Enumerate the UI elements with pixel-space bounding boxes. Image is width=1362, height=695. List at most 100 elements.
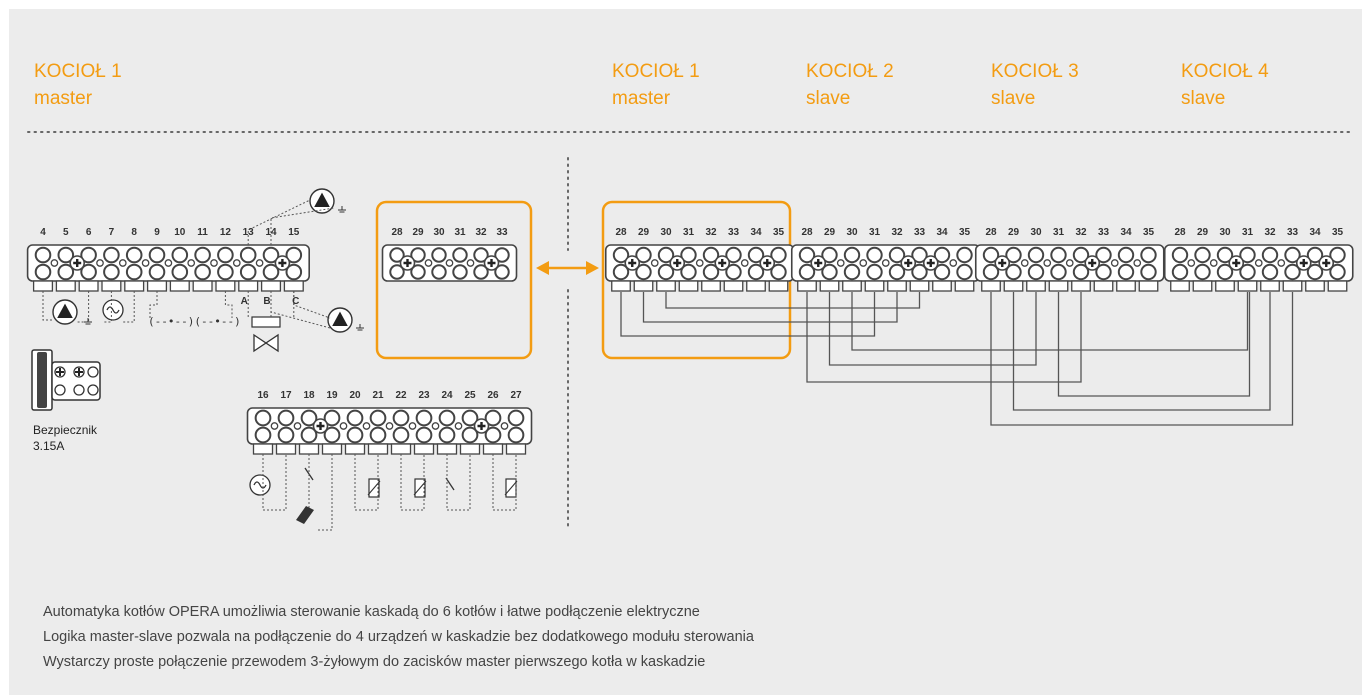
strip-cascade-1-label: 31 bbox=[683, 227, 695, 238]
strip-cascade-3-bridge bbox=[1133, 259, 1142, 267]
strip-lower bbox=[246, 407, 533, 455]
strip-lower-tab bbox=[321, 443, 343, 455]
strip-cascade-4-tab bbox=[1327, 280, 1348, 292]
strip-boiler-cascade-screw bbox=[494, 247, 510, 263]
strip-main-plus-icon bbox=[278, 259, 287, 267]
strip-lower-screw bbox=[277, 409, 295, 427]
note-line-1: Automatyka kotłów OPERA umożliwia sterow… bbox=[43, 604, 700, 620]
strip-main-label: 14 bbox=[265, 227, 277, 238]
strip-cascade-3 bbox=[974, 244, 1165, 292]
strip-cascade-2-screw bbox=[956, 246, 973, 264]
strip-lower-label: 21 bbox=[372, 390, 384, 401]
strip-cascade-1-screw bbox=[725, 246, 742, 264]
strip-cascade-1-tab bbox=[723, 280, 744, 292]
strip-cascade-4-socket bbox=[1194, 263, 1211, 281]
fuse-screw bbox=[54, 384, 66, 396]
strip-lower-socket bbox=[300, 426, 318, 444]
pump-icon-1 bbox=[52, 299, 78, 325]
strip-cascade-2-plus-icon bbox=[926, 259, 935, 267]
wire-pump-2 bbox=[247, 199, 335, 245]
strip-boiler-cascade-label: 32 bbox=[475, 227, 487, 238]
strip-lower-screw bbox=[484, 409, 502, 427]
strip-cascade-1-tab bbox=[768, 280, 789, 292]
strip-boiler-cascade-plus-icon bbox=[403, 259, 412, 267]
strip-cascade-3-tab bbox=[1071, 280, 1091, 292]
strip-main-bridge bbox=[255, 259, 264, 267]
ground-icon-2 bbox=[338, 206, 346, 213]
strip-cascade-3-socket bbox=[1005, 263, 1022, 281]
diagram-panel bbox=[9, 9, 1362, 695]
strip-cascade-1-screw bbox=[635, 246, 652, 264]
valve-icon bbox=[253, 333, 279, 353]
strip-lower-screw bbox=[323, 409, 341, 427]
fuse-plus bbox=[56, 368, 83, 376]
strip-boiler-cascade-screw bbox=[431, 247, 447, 263]
strip-main-label: 4 bbox=[40, 227, 46, 238]
strip-main-plus-icon bbox=[73, 259, 82, 267]
strip-main-screw bbox=[217, 246, 234, 264]
strip-cascade-2-screw bbox=[866, 246, 883, 264]
ac-source-icon-1-wave bbox=[106, 306, 120, 314]
strip-cascade-4-screw bbox=[1239, 246, 1256, 264]
strip-lower-bridge bbox=[270, 422, 279, 430]
strip-boiler-cascade-bridge bbox=[466, 259, 475, 267]
strip-main-socket bbox=[194, 263, 211, 281]
strip-main-tab bbox=[215, 280, 236, 292]
strip-cascade-4-screw bbox=[1261, 246, 1279, 264]
strip-lower-screw bbox=[507, 409, 525, 427]
strip-boiler-cascade-socket bbox=[431, 264, 447, 280]
strip-cascade-4-tab bbox=[1305, 280, 1325, 292]
strip-cascade-2-screw bbox=[821, 246, 838, 264]
fuse-screw bbox=[87, 366, 99, 378]
strip-cascade-4-plus-icon bbox=[1299, 259, 1308, 267]
wire-ntc-1 bbox=[354, 454, 379, 511]
note-line-2: Logika master-slave pozwala na podłączen… bbox=[43, 629, 754, 645]
strip-main-tab bbox=[32, 280, 54, 292]
strip-cascade-2-tab bbox=[932, 280, 952, 292]
strip-cascade-1-tab bbox=[701, 280, 721, 292]
pump-icon-2 bbox=[309, 188, 335, 214]
strip-cascade-3-label: 35 bbox=[1143, 227, 1155, 238]
strip-lower-socket bbox=[484, 426, 502, 444]
strip-cascade-1-label: 32 bbox=[705, 227, 717, 238]
strip-main-screw bbox=[125, 246, 143, 264]
wire-ac-2 bbox=[262, 454, 287, 511]
strip-lower-socket bbox=[369, 426, 387, 444]
wire-b3-29 bbox=[1012, 292, 1271, 411]
strip-cascade-4-socket bbox=[1216, 263, 1234, 281]
strip-boiler-cascade-screw bbox=[410, 247, 426, 263]
strip-lower-label: 18 bbox=[303, 390, 315, 401]
strip-main-label: 13 bbox=[243, 227, 255, 238]
strip-cascade-1-screw bbox=[770, 246, 787, 264]
strip-cascade-3-socket bbox=[1027, 263, 1045, 281]
strip-lower-label: 24 bbox=[441, 390, 453, 401]
strip-cascade-1-label: 28 bbox=[615, 227, 627, 238]
strip-cascade-1-bridge bbox=[650, 259, 659, 267]
strip-cascade-2-tab bbox=[819, 280, 840, 292]
devices: (--•--)(--•--) bbox=[31, 188, 518, 531]
strip-main-bridge bbox=[96, 259, 104, 267]
valve-port-label: C bbox=[292, 296, 299, 307]
strip-cascade-4-plus-icon bbox=[1322, 259, 1331, 267]
strip-cascade-3-socket bbox=[1072, 263, 1090, 281]
strip-cascade-2-label: 34 bbox=[936, 227, 948, 238]
strip-cascade-2-label: 35 bbox=[959, 227, 971, 238]
switch-icons: (--•--)(--•--) bbox=[148, 315, 241, 328]
strip-cascade-2-tab bbox=[909, 280, 930, 292]
strip-cascade-1-plus-icon bbox=[718, 259, 727, 267]
strip-cascade-3-screw bbox=[1140, 246, 1157, 264]
strip-cascade-2-bridge bbox=[836, 259, 845, 267]
strip-cascade-1-bridge bbox=[695, 259, 704, 267]
strip-lower-label: 17 bbox=[280, 390, 292, 401]
strip-cascade-2-label: 30 bbox=[846, 227, 858, 238]
double-arrow bbox=[536, 261, 599, 275]
strip-cascade-3-tab bbox=[1116, 280, 1136, 292]
strip-main-label: 10 bbox=[174, 227, 186, 238]
strip-boiler-cascade-socket bbox=[452, 264, 468, 280]
strip-cascade-2-socket bbox=[798, 263, 816, 281]
strip-lower-label: 25 bbox=[464, 390, 476, 401]
strip-lower-screw bbox=[346, 409, 364, 427]
strip-cascade-1-bridge bbox=[740, 259, 749, 267]
